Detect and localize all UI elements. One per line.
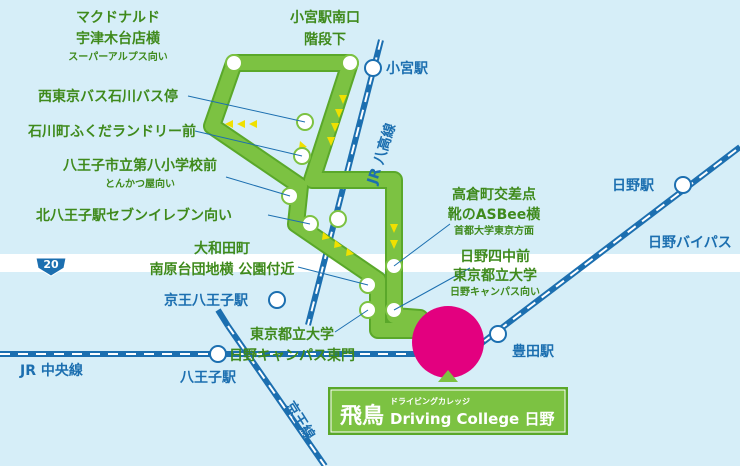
bus-stop-marker: [341, 54, 359, 72]
school-brand: 飛鳥: [340, 403, 384, 429]
stop-label-daihachi: 八王子市立第八小学校前: [62, 157, 217, 174]
stop-label-mcdonalds: マクドナルド: [76, 10, 160, 26]
direction-arrow: [390, 240, 398, 249]
stop-label-owadamachi: 大和田町: [194, 240, 250, 257]
station-marker-komiya: [364, 59, 382, 77]
station-marker-toyoda: [489, 325, 507, 343]
road-label-hino-bypass: 日野バイパス: [648, 235, 732, 251]
direction-arrow: [331, 123, 339, 132]
direction-arrow: [249, 120, 257, 128]
direction-arrow: [225, 120, 233, 128]
bus-stop-marker: [225, 54, 243, 72]
station-markers: [209, 59, 692, 363]
direction-arrow: [334, 240, 342, 248]
station-label-hino: 日野駅: [612, 178, 655, 194]
stop-label-komiya-south: 小宮駅南口: [290, 9, 360, 26]
station-marker-hino: [674, 176, 692, 194]
station-marker-hachioji: [209, 345, 227, 363]
stop-label-hino4chu: 日野四中前: [460, 248, 530, 265]
station-label-toyoda: 豊田駅: [512, 343, 555, 360]
bus-stop-markers: [225, 54, 403, 319]
stop-label-owadamachi-2: 南原台団地横 公園付近: [150, 261, 295, 278]
stop-label-komiya-south-2: 階段下: [304, 31, 346, 48]
stop-label-kita-hachioji: 北八王子駅セブンイレブン向い: [36, 207, 232, 224]
stop-label-hino4chu-2: 東京都立大学: [453, 267, 537, 284]
route-20-road: [0, 254, 740, 272]
bus-stop-labels: マクドナルド 宇津木台店横 スーパーアルプス向い 小宮駅南口 階段下 西東京バス…: [27, 9, 541, 364]
direction-arrow: [335, 109, 343, 118]
direction-arrow: [237, 120, 245, 128]
direction-arrow: [339, 95, 347, 104]
school-banner: 飛鳥 ドライビングカレッジ Driving College 日野: [328, 387, 568, 435]
school-name: Driving College 日野: [390, 410, 554, 428]
station-label-komiya: 小宮駅: [386, 60, 429, 77]
station-label-keio-hachioji: 京王八王子駅: [164, 292, 249, 309]
direction-arrow: [322, 232, 330, 240]
keio-line: [215, 308, 328, 466]
direction-arrow: [299, 141, 307, 149]
line-label-jr-chuo: JR 中央線: [19, 362, 83, 379]
leader-lines: [187, 95, 471, 333]
direction-arrow: [327, 137, 335, 146]
stop-label-mcdonalds-2: 宇津木台店横: [76, 30, 161, 47]
stop-label-daihachi-note: とんかつ屋向い: [105, 177, 175, 190]
school-kana: ドライビングカレッジ: [390, 396, 470, 406]
stop-label-takakura-2: 靴のASBee横: [448, 206, 542, 223]
route-20-sign: 20: [35, 257, 67, 277]
direction-arrows: [225, 95, 398, 256]
stop-label-takakura-note: 首都大学東京方面: [454, 224, 534, 237]
stop-label-tmu-east-gate: 東京都立大学: [250, 326, 334, 343]
station-marker-keio-hachioji: [268, 291, 286, 309]
stop-label-hino4chu-note: 日野キャンパス向い: [450, 285, 540, 298]
route-20-number: 20: [43, 258, 59, 271]
direction-arrow: [346, 248, 354, 256]
direction-arrow: [390, 224, 398, 233]
stop-label-mcdonalds-note: スーパーアルプス向い: [68, 50, 167, 63]
stop-label-ishikawa-bus: 西東京バス石川バス停: [38, 88, 178, 105]
school-marker: [412, 306, 484, 382]
stop-label-takakura: 高倉町交差点: [452, 186, 536, 203]
stop-label-ishikawa-laundry: 石川町ふくだランドリー前: [27, 123, 196, 140]
stop-label-tmu-east-gate-2: 日野キャンパス東門: [229, 347, 355, 364]
bus-stop-marker: [329, 210, 347, 228]
station-label-hachioji: 八王子駅: [179, 370, 237, 386]
